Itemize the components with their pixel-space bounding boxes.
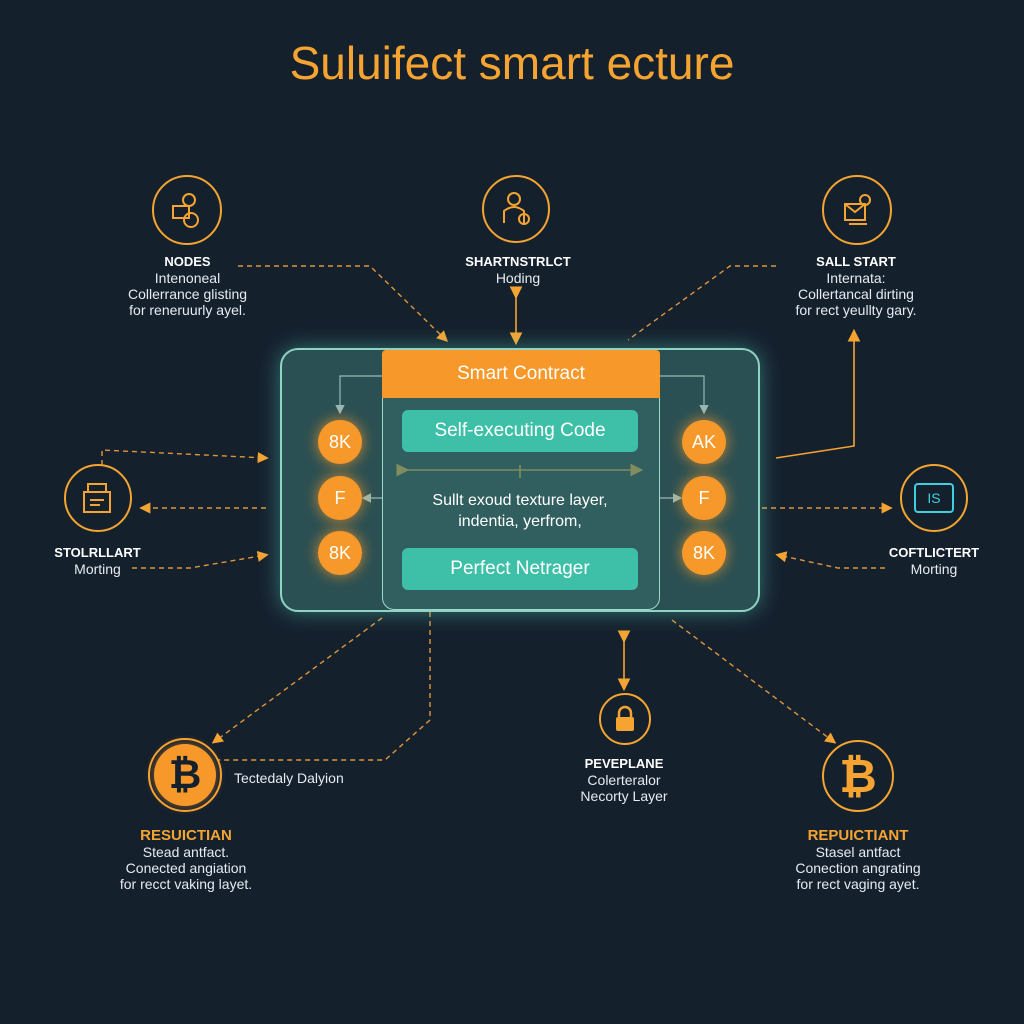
connector — [132, 550, 269, 569]
right-node-3[interactable]: 8K — [682, 531, 726, 575]
diagram-title: Suluifect smart ecture — [289, 37, 735, 89]
self-executing-code-button[interactable]: Self-executing Code — [402, 410, 638, 452]
bag-badge: IS — [914, 483, 954, 513]
node-text: Internata: — [826, 270, 886, 286]
node-label-mid-left: STOLRLLART Morting — [40, 545, 155, 577]
node-text: Collerrance glisting — [127, 286, 248, 302]
connector — [101, 449, 269, 465]
node-text: Stasel antfact — [815, 844, 901, 860]
connector — [238, 265, 449, 342]
node-label-mid-right: COFTLICTERT Morting — [872, 545, 996, 577]
lock-icon — [599, 693, 651, 745]
connector — [627, 265, 776, 341]
node-heading: STOLRLLART — [54, 545, 141, 560]
contract-description: Sullt exoud texture layer, indentia, yer… — [432, 492, 608, 530]
right-node-2[interactable]: F — [682, 476, 726, 520]
node-text: Colerteralor — [587, 772, 661, 788]
node-text: Conection angrating — [795, 860, 921, 876]
node-text: for rect yeullty gary. — [795, 302, 917, 318]
node-text: for reneruurly ayel. — [129, 302, 246, 318]
connector — [775, 551, 885, 569]
node-heading: REPUICTIANT — [807, 827, 909, 844]
node-label-bottom-center: PEVEPLANE Colerteralor Necorty Layer — [560, 756, 688, 804]
connector — [218, 612, 431, 761]
node-label-bottom-left: RESUICTIAN Stead antfact. Conected angia… — [100, 827, 272, 893]
node-label-top-right: SALL START Internata: Collertancal dirti… — [776, 254, 936, 318]
node-label-bottom-right: REPUICTIANT Stasel antfact Conection ang… — [772, 827, 944, 893]
node-text: Necorty Layer — [580, 788, 668, 804]
connector — [671, 619, 837, 744]
person-box-icon — [152, 175, 222, 245]
left-node-3[interactable]: 8K — [318, 531, 362, 575]
right-node-1[interactable]: AK — [682, 420, 726, 464]
node-heading: SALL START — [816, 254, 896, 269]
node-text: Conected angiation — [125, 860, 247, 876]
node-heading: PEVEPLANE — [584, 756, 664, 771]
bitcoin-icon: ₿ — [148, 738, 222, 812]
node-text: for recct vaking layet. — [119, 876, 253, 892]
node-text: for rect vaging ayet. — [796, 876, 920, 892]
node-heading: COFTLICTERT — [888, 545, 980, 560]
node-heading: NODES — [164, 254, 211, 269]
smart-contract-header[interactable]: Smart Contract — [382, 350, 660, 398]
node-label-top-left: NODES Intenoneal Collerrance glisting fo… — [100, 254, 275, 318]
left-node-1[interactable]: 8K — [318, 420, 362, 464]
connector — [211, 617, 383, 744]
node-text: Morting — [910, 561, 958, 577]
node-heading: RESUICTIAN — [140, 827, 232, 844]
node-text: Intenoneal — [154, 270, 221, 286]
left-node-2[interactable]: F — [318, 476, 362, 520]
node-label-top-center: SHARTNSTRLCT Hoding — [436, 254, 600, 286]
document-gear-icon — [822, 175, 892, 245]
node-text: Stead antfact. — [142, 844, 230, 860]
node-heading: SHARTNSTRLCT — [465, 254, 571, 269]
bag-icon: IS — [900, 464, 968, 532]
node-text: Collertancal dirting — [798, 286, 914, 302]
person-clock-icon — [482, 175, 550, 243]
document-icon — [64, 464, 132, 532]
perfect-netrager-button[interactable]: Perfect Netrager — [402, 548, 638, 590]
node-text: Hoding — [495, 270, 541, 286]
bottom-left-side-label: Tectedaly Dalyion — [234, 770, 344, 786]
node-text: Morting — [74, 561, 121, 577]
bitcoin-icon: ₿ — [822, 740, 894, 812]
